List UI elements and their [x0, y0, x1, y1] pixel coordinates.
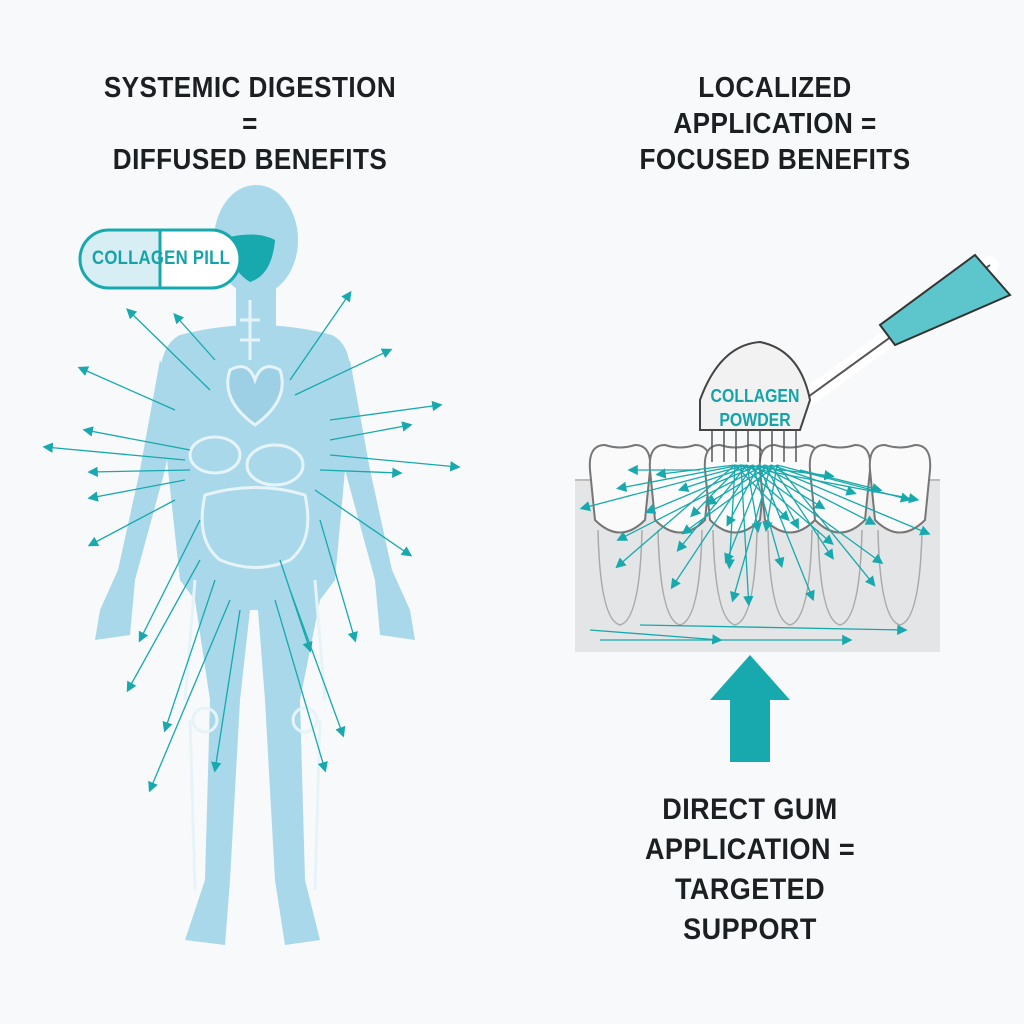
left-title-line1: SYSTEMIC DIGESTION = — [103, 72, 397, 140]
tooth-root — [817, 529, 863, 626]
right-title-line1: LOCALIZED APPLICATION = — [673, 72, 877, 140]
arrow — [126, 559, 201, 693]
arrow — [758, 464, 877, 525]
arrow — [799, 469, 883, 494]
arrow — [126, 308, 211, 391]
arrow — [616, 464, 742, 492]
arrow — [752, 464, 785, 569]
arrow — [87, 499, 176, 547]
arrow — [705, 464, 772, 505]
arrow — [670, 464, 754, 590]
arrow — [770, 464, 834, 560]
organs — [183, 300, 327, 891]
arrow — [42, 442, 186, 461]
arrow — [329, 400, 443, 421]
tooth — [588, 443, 652, 534]
tooth-root — [597, 529, 643, 626]
focused-arrows — [579, 464, 931, 646]
arrow — [579, 464, 748, 512]
powder-label-line1: COLLAGEN — [710, 386, 800, 406]
arrow — [77, 366, 176, 411]
arrow — [740, 464, 834, 546]
arrow — [87, 466, 191, 478]
arrow — [639, 624, 908, 636]
arrow — [589, 629, 723, 645]
arrow — [319, 519, 358, 643]
arrow — [615, 464, 736, 569]
arrow — [752, 464, 826, 510]
arrow — [319, 467, 403, 478]
arrow — [294, 348, 393, 396]
arrow — [329, 421, 413, 441]
tooth — [868, 443, 932, 534]
tooth-root — [767, 529, 813, 626]
diffuse-arrows — [42, 290, 461, 793]
arrow — [173, 313, 216, 361]
arrow — [274, 599, 328, 773]
arrow — [690, 464, 742, 518]
arrow — [289, 290, 352, 381]
arrow — [746, 464, 762, 534]
arrow — [776, 464, 876, 587]
right-panel-title: LOCALIZED APPLICATION = FOCUSED BENEFITS — [609, 70, 942, 178]
arrow — [746, 464, 884, 565]
up-arrow — [710, 655, 790, 762]
arrow — [734, 464, 790, 522]
arrow — [676, 464, 748, 552]
caption-line3: TARGETED SUPPORT — [674, 873, 826, 946]
arrow — [724, 464, 766, 564]
arrow — [162, 579, 216, 733]
left-title-line2: DIFFUSED BENEFITS — [112, 144, 388, 176]
arrow — [138, 519, 201, 643]
arrow — [87, 479, 186, 502]
arrow — [740, 464, 754, 607]
right-title-line2: FOCUSED BENEFITS — [639, 144, 911, 176]
tooth-root — [657, 529, 703, 626]
arrow — [148, 599, 231, 793]
powder-label-line2: POWDER — [719, 410, 791, 430]
caption-line2: APPLICATION = — [644, 833, 856, 866]
arrow — [279, 559, 313, 653]
collagen-pill — [78, 228, 242, 290]
arrow — [726, 464, 760, 527]
pill-label: COLLAGEN PILL — [92, 248, 231, 269]
tooth-root — [712, 529, 758, 626]
arrow — [734, 464, 920, 504]
arrow — [724, 464, 736, 570]
arrow — [314, 489, 413, 557]
arrow — [329, 454, 461, 472]
applicator-brush — [699, 253, 1012, 462]
powder-label: COLLAGEN POWDER — [707, 384, 804, 432]
arrow — [82, 426, 191, 451]
human-body-figure — [95, 185, 415, 945]
arrow — [289, 589, 346, 738]
left-panel-title: SYSTEMIC DIGESTION = DIFFUSED BENEFITS — [97, 70, 403, 178]
arrow — [758, 464, 815, 602]
arrow — [211, 609, 241, 773]
gum-application-caption: DIRECT GUM APPLICATION = TARGETED SUPPOR… — [615, 790, 885, 950]
caption-line1: DIRECT GUM — [662, 793, 838, 826]
